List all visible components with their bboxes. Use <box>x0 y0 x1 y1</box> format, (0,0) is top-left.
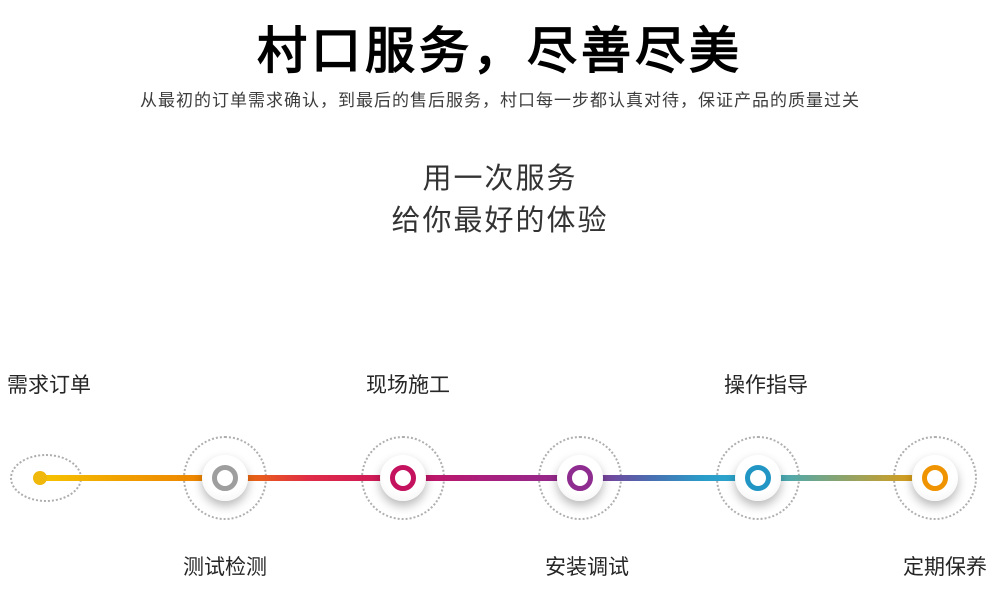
step-label-1: 需求订单 <box>7 374 91 397</box>
step-label-3: 现场施工 <box>366 374 450 397</box>
intro-line-2: 给你最好的体验 <box>391 205 609 237</box>
node-ring <box>390 465 416 491</box>
step-label-2: 测试检测 <box>183 556 267 579</box>
node-disc <box>202 455 248 501</box>
timeline-gradient-line <box>40 475 935 481</box>
intro-block: 用一次服务 给你最好的体验 <box>0 158 1000 242</box>
node-ring <box>922 465 948 491</box>
step-label-6: 定期保养 <box>903 556 987 579</box>
node-ring <box>745 465 771 491</box>
node-disc <box>380 455 426 501</box>
header: 村口服务，尽善尽美 从最初的订单需求确认，到最后的售后服务，村口每一步都认真对待… <box>0 0 1000 112</box>
timeline-start-dot <box>33 471 47 485</box>
node-disc <box>912 455 958 501</box>
page-subtitle: 从最初的订单需求确认，到最后的售后服务，村口每一步都认真对待，保证产品的质量过关 <box>140 91 860 110</box>
intro-line-1: 用一次服务 <box>422 163 578 195</box>
node-ring <box>567 465 593 491</box>
step-label-4: 安装调试 <box>545 556 629 579</box>
service-process-timeline: 需求订单 测试检测 现场施工 安装调试 <box>0 340 1000 600</box>
node-ring <box>212 465 238 491</box>
node-disc <box>557 455 603 501</box>
node-disc <box>735 455 781 501</box>
step-label-5: 操作指导 <box>724 374 808 397</box>
page-title: 村口服务，尽善尽美 <box>257 23 743 79</box>
